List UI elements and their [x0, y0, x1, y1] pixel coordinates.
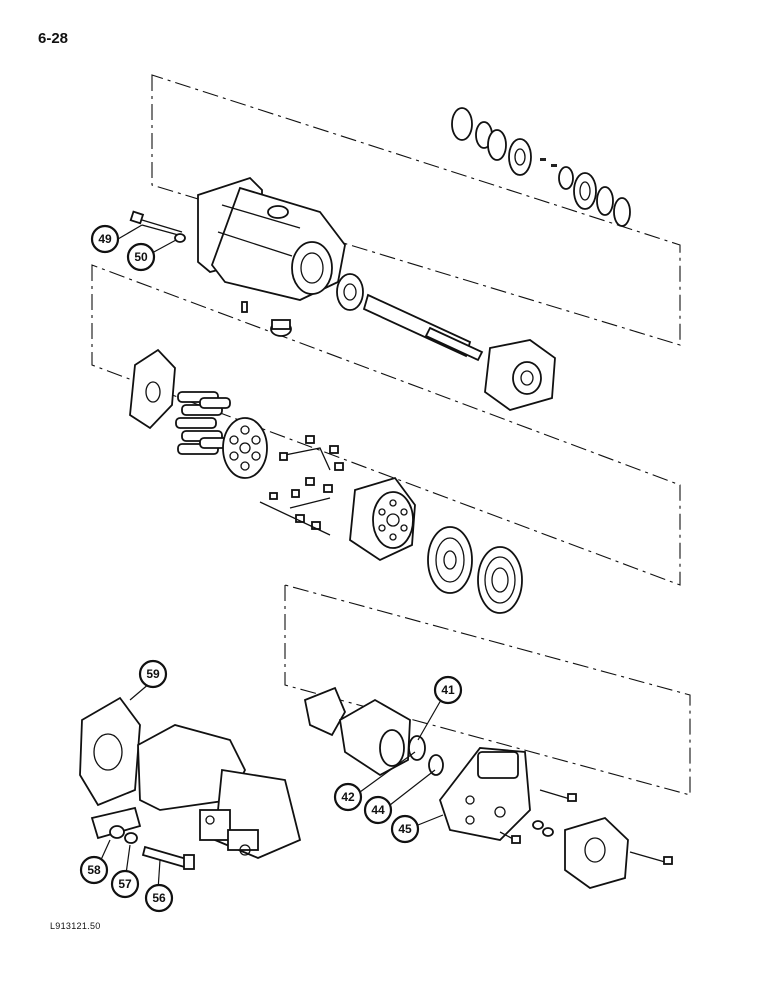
callout-50: 50 — [126, 242, 156, 272]
bearing-inner — [579, 181, 591, 201]
assembled-pump — [137, 724, 302, 859]
callout-42: 42 — [333, 782, 363, 812]
housing-bore-inner — [300, 252, 324, 284]
flat-washer — [109, 825, 125, 839]
group-outline-housing — [151, 74, 681, 346]
callout-44: 44 — [363, 795, 393, 825]
pump-housing — [197, 176, 346, 301]
oring — [428, 754, 444, 776]
group-outline-rotating-group — [91, 264, 681, 586]
wear-plate — [477, 546, 523, 614]
valve-plate — [427, 526, 473, 594]
end-cap — [484, 339, 556, 411]
seal-bearing-stack — [451, 107, 631, 227]
callout-42-label: 42 — [341, 790, 355, 804]
lock-washer — [124, 832, 138, 844]
callout-56: 56 — [144, 883, 174, 913]
callout-50-label: 50 — [134, 250, 148, 264]
bearing — [573, 172, 597, 210]
linkage-bolts — [259, 435, 344, 536]
charge-pump-ring — [408, 735, 426, 761]
charge-pump-housing — [438, 747, 531, 841]
valve-washer — [532, 820, 544, 830]
callout-59: 59 — [138, 659, 168, 689]
port-plate — [129, 348, 176, 430]
piston-cluster — [175, 391, 231, 455]
group-outline-charge-pump — [284, 584, 691, 796]
callout-58: 58 — [79, 855, 109, 885]
valve-block — [564, 816, 629, 889]
seal-pin — [551, 164, 557, 167]
housing-washer — [174, 233, 186, 243]
housing-bore — [291, 241, 333, 295]
figure-code: L913121.50 — [50, 921, 101, 931]
drive-shaft — [362, 293, 484, 362]
port-plate-hole — [145, 381, 161, 403]
washer — [558, 166, 574, 190]
callout-56-label: 56 — [152, 891, 166, 905]
spacer-ring — [596, 186, 614, 216]
callout-44-label: 44 — [371, 803, 385, 817]
valve-bolt — [629, 851, 673, 865]
dowel-pin — [241, 301, 248, 313]
mounting-gasket — [79, 696, 141, 807]
mounting-bolt — [499, 831, 521, 844]
callout-41: 41 — [433, 675, 463, 705]
cap-screw — [141, 845, 195, 870]
callout-59-label: 59 — [146, 667, 160, 681]
housing-boss — [267, 205, 289, 219]
callout-57: 57 — [110, 869, 140, 899]
snap-ring — [451, 107, 473, 141]
valve-washer — [542, 827, 554, 837]
page-number: 6-28 — [38, 30, 69, 47]
seal-pin — [540, 158, 546, 161]
plug-body — [271, 319, 291, 330]
callout-49-label: 49 — [98, 232, 112, 246]
callout-57-label: 57 — [118, 877, 132, 891]
charge-pump-gasket — [303, 686, 346, 737]
callout-58-label: 58 — [87, 863, 101, 877]
shaft-seal-inner — [514, 148, 526, 166]
charge-pump-gear — [379, 729, 405, 767]
retainer-ring — [487, 129, 507, 161]
callout-45-label: 45 — [398, 822, 412, 836]
charge-pump-bolt — [539, 789, 577, 802]
shaft-seal — [508, 138, 532, 176]
retaining-ring — [613, 197, 631, 227]
drive-gear-hub — [343, 283, 357, 301]
housing-bolt — [129, 210, 183, 237]
mounting-gasket-hole — [93, 733, 123, 771]
retainer-plate — [222, 417, 268, 479]
drive-gear — [336, 273, 364, 311]
callout-41-label: 41 — [441, 683, 455, 697]
cylinder-block — [349, 476, 416, 562]
nameplate-decal — [90, 806, 142, 840]
callout-49: 49 — [90, 224, 120, 254]
callout-45: 45 — [390, 814, 420, 844]
